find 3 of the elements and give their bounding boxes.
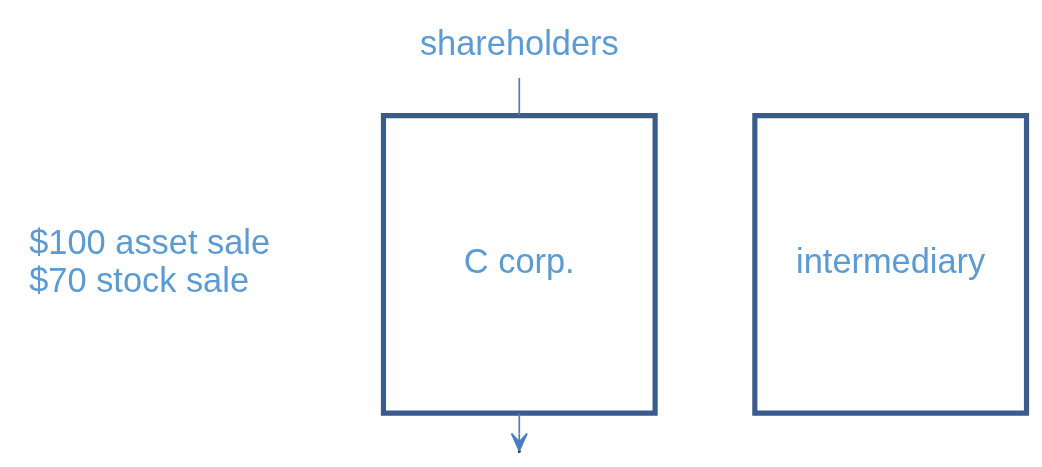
label: $70 stock sale [29,260,249,299]
node-text: shareholders [419,23,619,62]
label: $100 asset sale [29,222,271,261]
